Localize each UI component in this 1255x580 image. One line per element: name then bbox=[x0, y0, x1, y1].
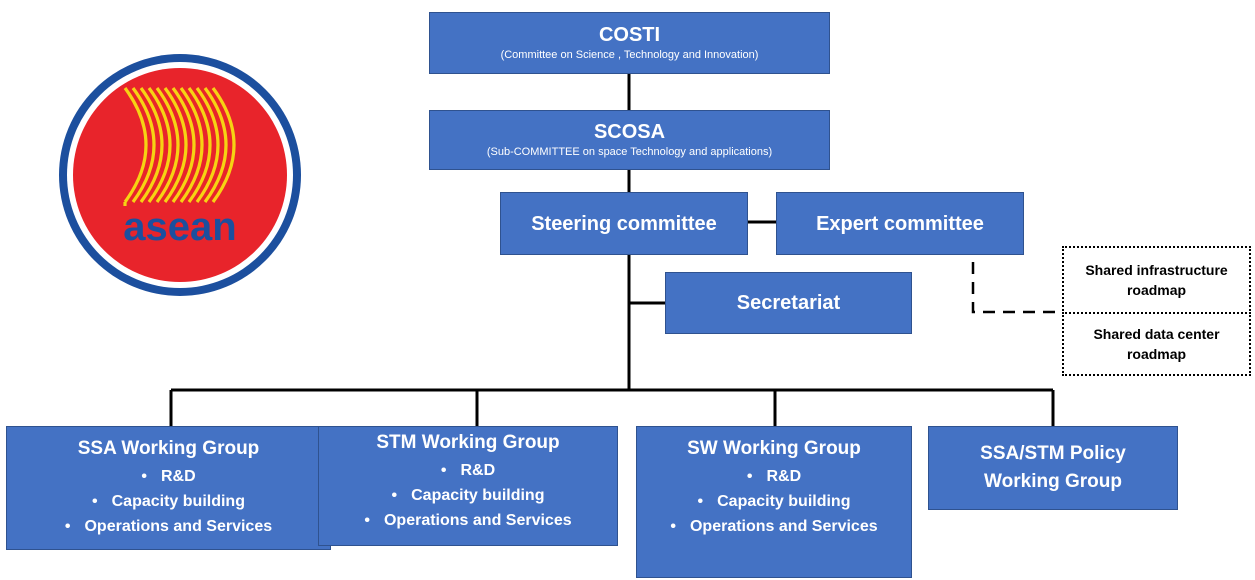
shared-infrastructure-roadmap: Shared infrastructure roadmap bbox=[1062, 246, 1251, 314]
sw-working-group: SW Working Group R&D Capacity building O… bbox=[636, 426, 912, 578]
sw-working-group-list: R&D Capacity building Operations and Ser… bbox=[669, 464, 879, 539]
list-item: Operations and Services bbox=[65, 514, 272, 539]
shared-data-center-roadmap: Shared data center roadmap bbox=[1062, 312, 1251, 376]
list-item: Capacity building bbox=[364, 483, 571, 508]
ssa-working-group-title: SSA Working Group bbox=[77, 438, 260, 459]
costi-title: COSTI bbox=[598, 24, 661, 46]
ssa-working-group-list: R&D Capacity building Operations and Ser… bbox=[65, 464, 272, 539]
secretariat-title: Secretariat bbox=[736, 292, 841, 314]
ssa-stm-policy-working-group: SSA/STM Policy Working Group bbox=[928, 426, 1178, 510]
list-item: R&D bbox=[65, 464, 272, 489]
shared-data-center-roadmap-label: Shared data center roadmap bbox=[1093, 326, 1220, 362]
list-item: Operations and Services bbox=[364, 508, 572, 533]
steering-committee-box: Steering committee bbox=[500, 192, 748, 255]
sw-working-group-title: SW Working Group bbox=[687, 438, 861, 459]
list-item: Operations and Services bbox=[669, 514, 879, 539]
scosa-box: SCOSA (Sub-COMMITTEE on space Technology… bbox=[429, 110, 830, 170]
scosa-subtitle: (Sub-COMMITTEE on space Technology and a… bbox=[486, 146, 773, 158]
ssa-working-group: SSA Working Group R&D Capacity building … bbox=[6, 426, 331, 550]
secretariat-box: Secretariat bbox=[665, 272, 912, 334]
shared-infrastructure-roadmap-label: Shared infrastructure roadmap bbox=[1085, 262, 1228, 298]
asean-logo-text: asean bbox=[123, 205, 236, 249]
list-item: R&D bbox=[669, 464, 879, 489]
costi-box: COSTI (Committee on Science , Technology… bbox=[429, 12, 830, 74]
ssa-stm-policy-working-group-title: SSA/STM Policy Working Group bbox=[980, 443, 1126, 492]
costi-subtitle: (Committee on Science , Technology and I… bbox=[500, 49, 759, 61]
stm-working-group-title: STM Working Group bbox=[376, 432, 560, 453]
steering-committee-title: Steering committee bbox=[531, 212, 717, 235]
list-item: Capacity building bbox=[669, 489, 879, 514]
asean-logo: asean bbox=[59, 54, 301, 296]
list-item: R&D bbox=[364, 458, 571, 483]
stm-working-group: STM Working Group R&D Capacity building … bbox=[318, 426, 618, 546]
list-item: Capacity building bbox=[65, 489, 272, 514]
rice-stalks-icon bbox=[123, 87, 236, 210]
stm-working-group-list: R&D Capacity building Operations and Ser… bbox=[364, 458, 572, 533]
expert-committee-title: Expert committee bbox=[816, 212, 984, 235]
expert-committee-box: Expert committee bbox=[776, 192, 1024, 255]
scosa-title: SCOSA bbox=[593, 121, 666, 143]
